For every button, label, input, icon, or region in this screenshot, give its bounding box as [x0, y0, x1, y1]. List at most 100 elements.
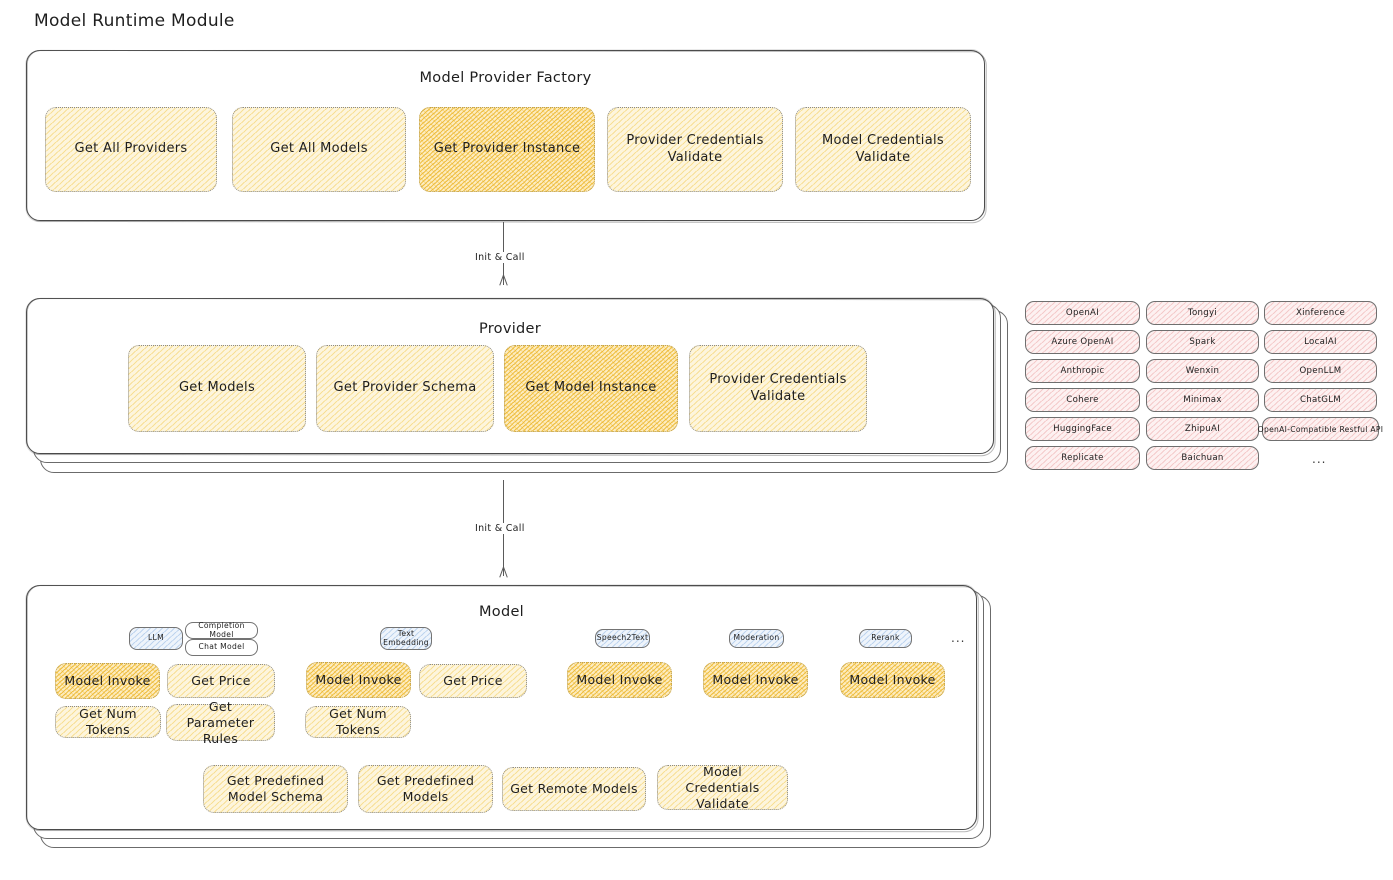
provider-label: OpenAI-Compatible Restful API — [1257, 424, 1384, 434]
node-get-models[interactable]: Get Models — [128, 345, 306, 432]
node-moderation-model-invoke[interactable]: Model Invoke — [703, 662, 808, 698]
model-type-tag-rerank[interactable]: Rerank — [859, 629, 912, 648]
node-get-predefined-models[interactable]: Get Predefined Models — [358, 765, 493, 813]
node-llm-model-invoke[interactable]: Model Invoke — [55, 663, 160, 699]
provider-tag-openai[interactable]: OpenAI — [1025, 301, 1140, 325]
provider-label: Anthropic — [1060, 366, 1105, 376]
provider-label: ChatGLM — [1299, 395, 1342, 405]
provider-tag-tongyi[interactable]: Tongyi — [1146, 301, 1259, 325]
node-embedding-get-num-tokens[interactable]: Get Num Tokens — [305, 706, 411, 738]
arrow-label-init-call-2: Init & Call — [471, 523, 529, 534]
node-label: Provider Credentials Validate — [709, 371, 847, 404]
node-label: Get All Models — [270, 141, 368, 157]
provider-label: Minimax — [1183, 395, 1222, 405]
provider-label: Azure OpenAI — [1051, 337, 1114, 347]
tag-label: Completion Model — [198, 620, 245, 639]
node-label: Get Parameter Rules — [186, 698, 255, 746]
provider-label: Tongyi — [1187, 308, 1218, 318]
provider-tag-xinference[interactable]: Xinference — [1264, 301, 1377, 325]
model-type-tag-moderation[interactable]: Moderation — [729, 629, 784, 648]
provider-tag-cohere[interactable]: Cohere — [1025, 388, 1140, 412]
node-get-provider-schema[interactable]: Get Provider Schema — [316, 345, 494, 432]
model-provider-factory-title: Model Provider Factory — [419, 70, 592, 86]
node-embedding-model-invoke[interactable]: Model Invoke — [306, 662, 411, 698]
model-subtag-chat-model[interactable]: Chat Model — [185, 639, 258, 656]
tag-label: Rerank — [871, 633, 900, 643]
arrow-head-icon — [497, 567, 509, 578]
node-llm-get-price[interactable]: Get Price — [167, 664, 275, 698]
page-title: Model Runtime Module — [34, 11, 235, 31]
node-model-credentials-validate-model[interactable]: Model Credentials Validate — [657, 763, 788, 811]
node-label: Get Provider Schema — [333, 380, 477, 396]
model-type-tag-speech2text[interactable]: Speech2Text — [595, 629, 650, 648]
arrow-label-init-call-1: Init & Call — [471, 252, 529, 263]
node-label: Get Provider Instance — [433, 141, 581, 157]
tag-label: LLM — [148, 633, 164, 643]
model-title: Model — [478, 604, 525, 620]
node-label: Model Credentials Validate — [685, 763, 760, 811]
provider-tag-chatglm[interactable]: ChatGLM — [1264, 388, 1377, 412]
node-get-remote-models[interactable]: Get Remote Models — [502, 767, 646, 811]
provider-list-more-ellipsis: ... — [1312, 452, 1327, 466]
node-provider-credentials-validate[interactable]: Provider Credentials Validate — [689, 345, 867, 432]
provider-tag-baichuan[interactable]: Baichuan — [1146, 446, 1259, 470]
provider-label: LocalAI — [1304, 337, 1337, 347]
provider-label: Cohere — [1066, 395, 1099, 405]
node-llm-get-parameter-rules[interactable]: Get Parameter Rules — [166, 699, 275, 746]
node-label: Get Models — [178, 380, 256, 396]
provider-title: Provider — [478, 321, 542, 337]
provider-tag-zhipuai[interactable]: ZhipuAI — [1146, 417, 1259, 441]
node-label: Provider Credentials Validate — [626, 132, 764, 165]
provider-tag-minimax[interactable]: Minimax — [1146, 388, 1259, 412]
provider-tag-wenxin[interactable]: Wenxin — [1146, 359, 1259, 383]
tag-label: Speech2Text — [596, 633, 649, 643]
provider-label: ZhipuAI — [1184, 424, 1221, 434]
model-subtag-completion-model[interactable]: Completion Model — [185, 620, 258, 639]
node-get-all-providers[interactable]: Get All Providers — [45, 107, 217, 192]
node-label: Get Model Instance — [525, 380, 657, 396]
provider-tag-anthropic[interactable]: Anthropic — [1025, 359, 1140, 383]
node-label: Get Price — [191, 673, 251, 688]
provider-tag-localai[interactable]: LocalAI — [1264, 330, 1377, 354]
node-label: Get All Providers — [74, 141, 188, 157]
node-embedding-get-price[interactable]: Get Price — [419, 664, 527, 698]
provider-tag-spark[interactable]: Spark — [1146, 330, 1259, 354]
model-type-tag-text-embedding[interactable]: Text Embedding — [380, 627, 432, 650]
node-label: Get Num Tokens — [79, 706, 137, 737]
node-label: Get Remote Models — [510, 781, 638, 796]
node-label: Model Credentials Validate — [822, 132, 944, 165]
provider-tag-replicate[interactable]: Replicate — [1025, 446, 1140, 470]
model-type-tag-llm[interactable]: LLM — [129, 627, 183, 650]
provider-tag-openllm[interactable]: OpenLLM — [1264, 359, 1377, 383]
model-types-more-ellipsis: ... — [951, 631, 966, 645]
node-label: Get Predefined Models — [376, 773, 475, 804]
node-label: Model Invoke — [849, 672, 936, 687]
provider-label: OpenLLM — [1299, 366, 1342, 376]
tag-label: Moderation — [733, 633, 780, 643]
node-get-all-models[interactable]: Get All Models — [232, 107, 406, 192]
node-label: Model Invoke — [315, 672, 402, 687]
provider-label: Wenxin — [1185, 366, 1220, 376]
provider-label: Baichuan — [1181, 453, 1224, 463]
node-provider-credentials-validate-factory[interactable]: Provider Credentials Validate — [607, 107, 783, 192]
node-get-model-instance[interactable]: Get Model Instance — [504, 345, 678, 432]
node-get-provider-instance[interactable]: Get Provider Instance — [419, 107, 595, 192]
provider-tag-azure-openai[interactable]: Azure OpenAI — [1025, 330, 1140, 354]
node-label: Get Price — [443, 673, 503, 688]
provider-label: Spark — [1189, 337, 1216, 347]
node-speech2text-model-invoke[interactable]: Model Invoke — [567, 662, 672, 698]
provider-tag-huggingface[interactable]: HuggingFace — [1025, 417, 1140, 441]
node-rerank-model-invoke[interactable]: Model Invoke — [840, 662, 945, 698]
provider-tag-openai-compatible-restful-api[interactable]: OpenAI-Compatible Restful API — [1258, 417, 1383, 441]
node-model-credentials-validate-factory[interactable]: Model Credentials Validate — [795, 107, 971, 192]
node-get-predefined-model-schema[interactable]: Get Predefined Model Schema — [203, 765, 348, 813]
node-llm-get-num-tokens[interactable]: Get Num Tokens — [55, 706, 161, 738]
tag-label: Text Embedding — [383, 628, 429, 647]
provider-label: OpenAI — [1065, 308, 1100, 318]
provider-label: HuggingFace — [1053, 424, 1112, 434]
provider-label: Xinference — [1295, 308, 1346, 318]
provider-label: Replicate — [1061, 453, 1104, 463]
arrow-head-icon — [497, 275, 509, 286]
node-label: Model Invoke — [64, 673, 151, 688]
